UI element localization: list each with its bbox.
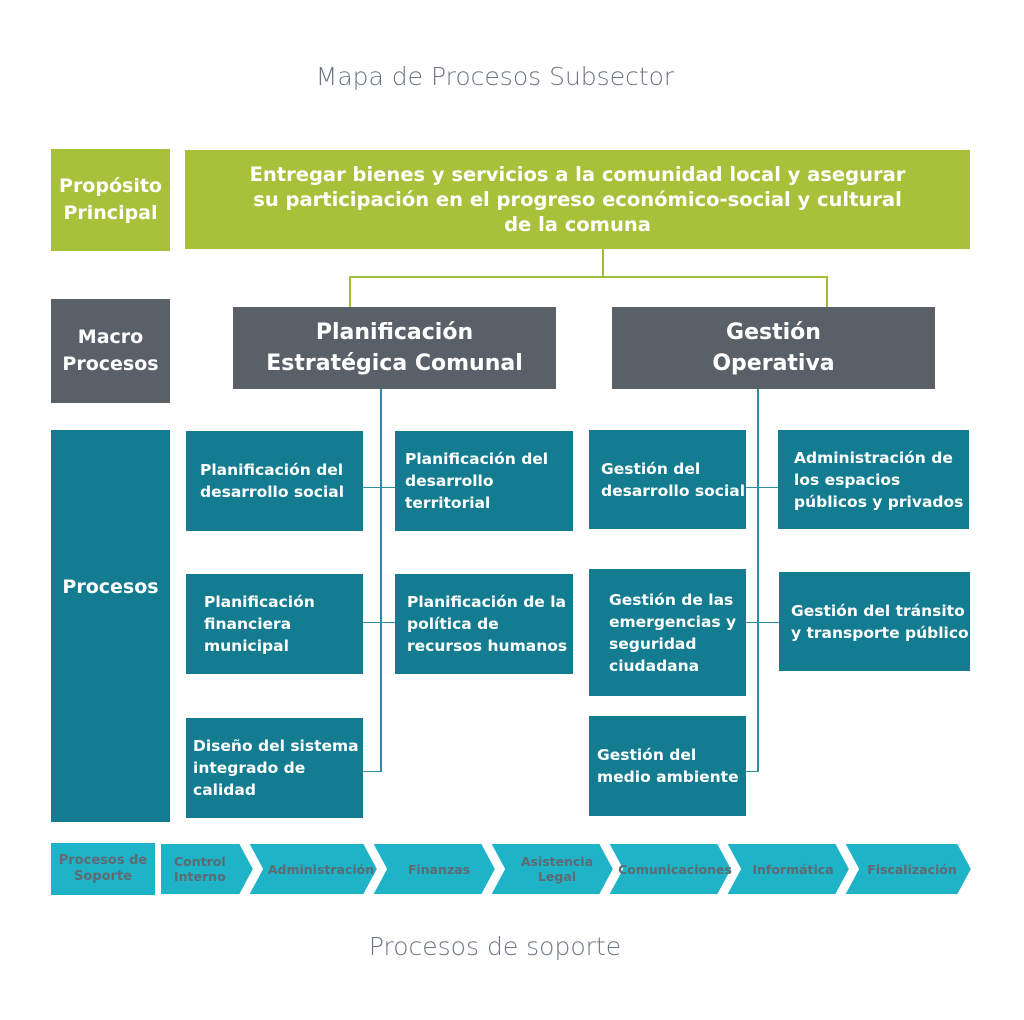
connector-gestion-trunk <box>757 389 759 772</box>
connector-planificacion-row3 <box>363 771 381 772</box>
support-fiscalizacion: Fiscalización <box>867 861 957 877</box>
support-finanzas: Finanzas <box>407 861 471 877</box>
row-label-macro: Macro Procesos <box>51 299 170 403</box>
purpose-box: Entregar bienes y servicios a la comunid… <box>185 150 970 249</box>
support-control-interno: Control Interno <box>174 854 226 884</box>
process-gestion-transito: Gestión del tránsito y transporte públic… <box>779 572 970 671</box>
process-planificacion-recursos-humanos: Planificación de la política de recursos… <box>395 574 573 674</box>
support-chevron-bar: Control Interno Administración Finanzas … <box>160 843 972 895</box>
connector-purpose-right <box>826 276 828 308</box>
macro-gestion: Gestión Operativa <box>612 307 935 389</box>
process-gestion-emergencias: Gestión de las emergencias y seguridad c… <box>589 569 746 696</box>
macro-planificacion: Planificación Estratégica Comunal <box>233 307 556 389</box>
connector-planificacion-row1 <box>363 487 395 488</box>
row-label-soporte: Procesos de Soporte <box>51 843 155 895</box>
connector-purpose-horizontal <box>349 276 828 278</box>
support-administracion: Administración <box>267 861 375 877</box>
connector-gestion-row1 <box>746 487 778 488</box>
connector-gestion-row3 <box>746 771 758 772</box>
connector-purpose-stem <box>602 249 604 277</box>
process-gestion-medio-ambiente: Gestión del medio ambiente <box>589 716 746 816</box>
process-planificacion-desarrollo-social: Planificación del desarrollo social <box>186 431 363 531</box>
process-planificacion-financiera: Planificación financiera municipal <box>186 574 363 674</box>
support-comunicaciones: Comunicaciones <box>618 861 732 877</box>
connector-planificacion-row2 <box>363 622 395 623</box>
connector-planificacion-trunk <box>380 389 382 772</box>
row-label-proposito: Propósito Principal <box>51 149 170 251</box>
footer-title: Procesos de soporte <box>368 932 622 961</box>
process-administracion-espacios: Administración de los espacios públicos … <box>778 430 969 529</box>
support-chevrons-graphic <box>160 843 972 895</box>
connector-purpose-left <box>349 276 351 308</box>
process-diseno-sistema-calidad: Diseño del sistema integrado de calidad <box>186 718 363 818</box>
connector-gestion-row2 <box>746 622 779 623</box>
support-asistencia-legal: Asistencia Legal <box>520 854 594 884</box>
process-planificacion-desarrollo-territorial: Planificación del desarrollo territorial <box>395 431 573 531</box>
row-label-procesos: Procesos <box>51 430 170 822</box>
support-informatica: Informática <box>752 861 834 877</box>
process-gestion-desarrollo-social: Gestión del desarrollo social <box>589 430 746 529</box>
page-title: Mapa de Procesos Subsector <box>315 62 675 91</box>
